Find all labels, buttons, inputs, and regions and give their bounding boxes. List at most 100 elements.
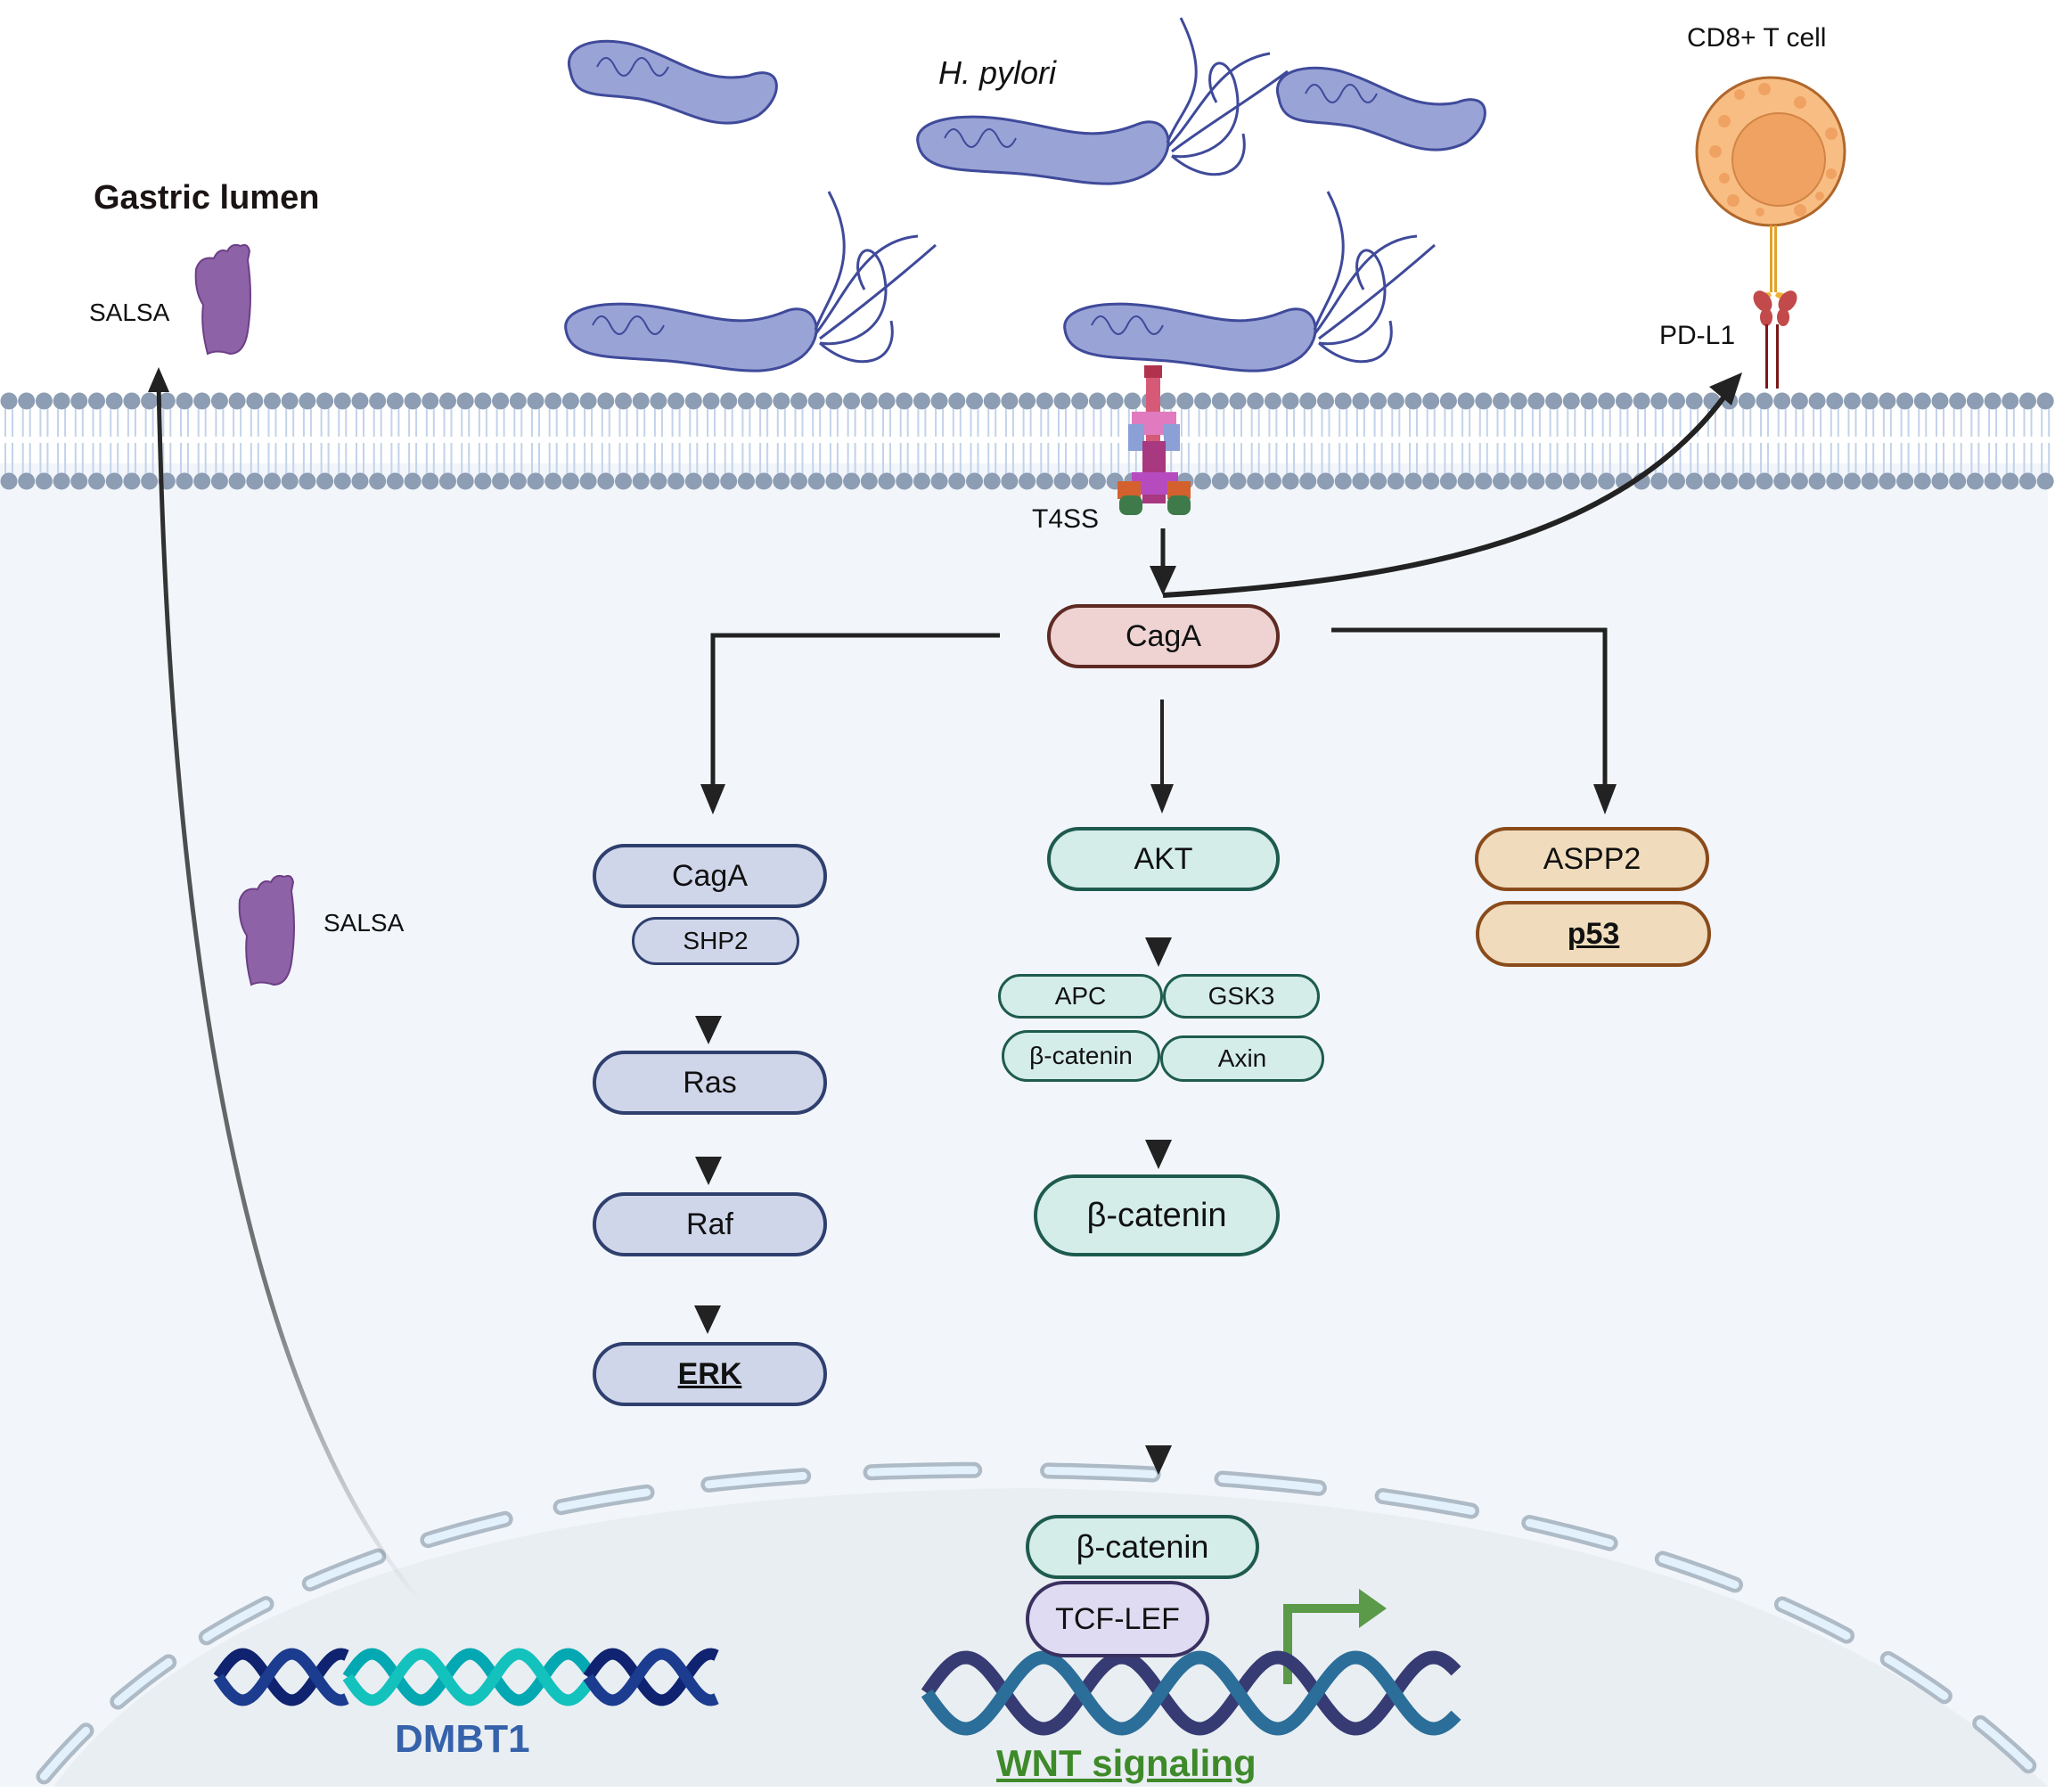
lipid-tail	[1601, 405, 1611, 437]
lipid-head	[948, 392, 966, 410]
lipid-tail	[356, 443, 364, 474]
lipid-head	[860, 472, 878, 490]
dna-strand	[583, 1648, 719, 1706]
lipid-head	[1650, 392, 1668, 410]
lipid-head	[1299, 392, 1317, 410]
lipid-tail	[1777, 443, 1787, 474]
lipid-tail	[1075, 443, 1085, 474]
node-shp2: SHP2	[632, 917, 799, 965]
lipid-head	[210, 392, 228, 410]
lipid-head	[702, 392, 720, 410]
lipid-tail	[478, 405, 487, 437]
arrowhead	[695, 1016, 722, 1044]
node-label: Ras	[683, 1066, 737, 1100]
lipid-tail	[197, 405, 207, 437]
lipid-tail	[584, 443, 594, 474]
lipid-tail	[548, 443, 558, 474]
lipid-head	[527, 392, 544, 410]
lipid-head	[1071, 472, 1089, 490]
lipid-head	[1931, 472, 1949, 490]
lipid-tail	[1865, 443, 1875, 474]
lipid-head	[474, 392, 492, 410]
lipid-tail	[1286, 405, 1296, 437]
lipid-head	[930, 392, 948, 410]
lipid-tail	[741, 405, 751, 437]
lipid-tail	[57, 405, 67, 437]
lipid-tail	[461, 443, 471, 474]
node-caga: CagA	[1047, 604, 1280, 668]
dna-strand	[342, 1648, 594, 1706]
lipid-tail	[847, 443, 856, 474]
lipid-tail	[1970, 405, 1980, 437]
lipid-tail	[601, 405, 610, 437]
lipid-tail	[2041, 443, 2051, 474]
envelope-segment-inner	[39, 1726, 90, 1780]
lipid-tail	[1391, 443, 1401, 474]
lipid-tail	[92, 405, 102, 437]
lipid-head	[1211, 392, 1229, 410]
lipid-tail	[250, 405, 259, 437]
lipid-tail	[390, 443, 400, 474]
lipid-tail	[952, 443, 962, 474]
node-label: p53	[1567, 917, 1620, 951]
lipid-tail	[653, 405, 663, 437]
lipid-head	[684, 472, 702, 490]
pd-l1-label: PD-L1	[1659, 321, 1736, 350]
lipid-head	[2002, 392, 2019, 410]
lipid-tail	[1391, 405, 1401, 437]
lipid-head	[1439, 392, 1457, 410]
lipid-head	[983, 392, 1001, 410]
lipid-tail	[935, 443, 945, 474]
lipid-head	[579, 392, 597, 410]
lipid-head	[561, 472, 579, 490]
plasma-membrane	[0, 392, 2054, 490]
lipid-tail	[1338, 405, 1348, 437]
lipid-tail	[689, 443, 699, 474]
lipid-tail	[495, 443, 505, 474]
lipid-tail	[21, 443, 31, 474]
lipid-head	[650, 392, 667, 410]
lipid-tail	[776, 443, 786, 474]
node-label: CagA	[1125, 619, 1202, 653]
lipid-head	[1510, 472, 1527, 490]
lipid-head	[1984, 472, 2002, 490]
lipid-head	[509, 472, 527, 490]
lipid-head	[1879, 392, 1896, 410]
node-aspp2: ASPP2	[1475, 827, 1709, 891]
lipid-tail	[285, 443, 295, 474]
node-nuclear-beta-catenin: β-catenin	[1026, 1515, 1259, 1579]
lipid-tail	[1058, 405, 1067, 437]
lipid-head	[333, 472, 351, 490]
salsa-label-cytoplasm: SALSA	[323, 909, 405, 937]
lipid-head	[1404, 392, 1422, 410]
dmbt1-dna-helix-icon	[213, 1648, 719, 1706]
lipid-head	[264, 472, 281, 490]
salsa-label-lumen: SALSA	[89, 299, 170, 326]
lipid-tail	[144, 443, 154, 474]
node-label: CagA	[671, 859, 749, 893]
node-gsk3: GSK3	[1163, 974, 1320, 1019]
lipid-head	[1949, 392, 1967, 410]
arrowhead	[694, 1305, 721, 1334]
lipid-head	[1299, 472, 1317, 490]
lipid-tail	[1461, 443, 1471, 474]
lipid-tail	[1093, 443, 1102, 474]
lipid-tail	[495, 405, 505, 437]
lipid-head	[456, 392, 474, 410]
lipid-tail	[601, 443, 610, 474]
lipid-head	[1439, 472, 1457, 490]
lipid-head	[105, 472, 123, 490]
lipid-head	[1598, 472, 1616, 490]
lipid-head	[878, 472, 896, 490]
lipid-head	[1001, 472, 1019, 490]
nuclear-envelope	[36, 1461, 2037, 1785]
lipid-head	[1527, 472, 1545, 490]
lipid-tail	[1742, 405, 1752, 437]
node-axin: Axin	[1160, 1035, 1324, 1082]
node-tcf-lef: TCF-LEF	[1026, 1581, 1209, 1657]
lipid-head	[299, 472, 316, 490]
gastric-lumen-label: Gastric lumen	[94, 179, 320, 217]
lipid-head	[1896, 472, 1914, 490]
